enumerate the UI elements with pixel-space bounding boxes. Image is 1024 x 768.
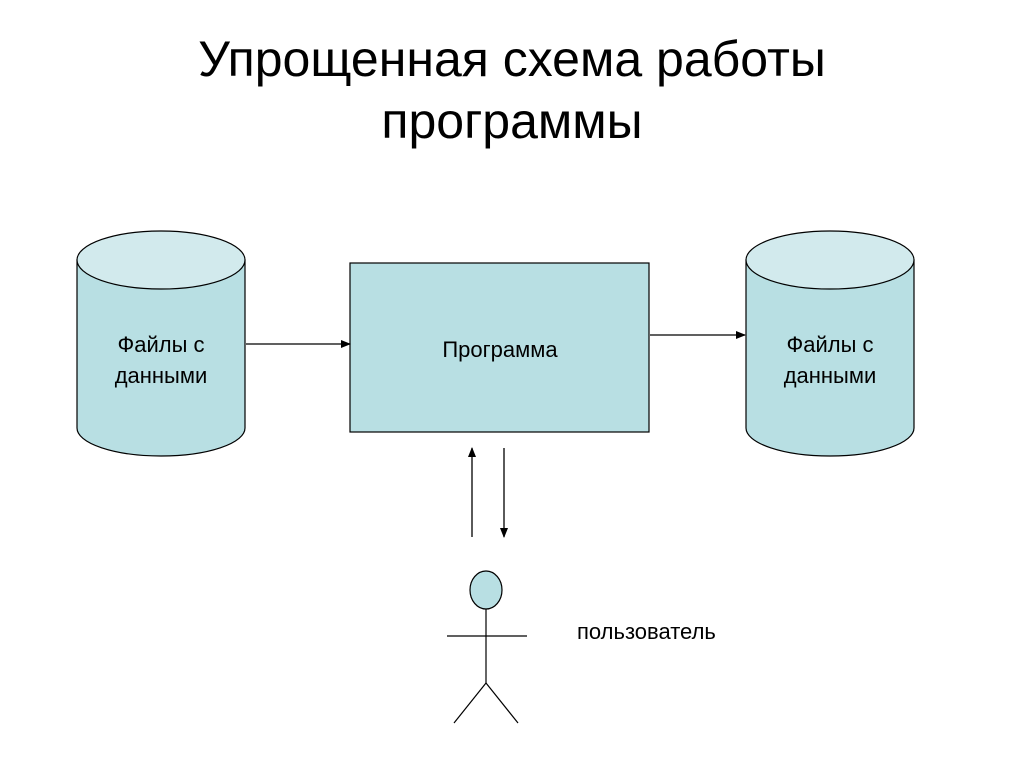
program-box: Программа: [349, 262, 650, 433]
program-box-rect: [349, 262, 650, 433]
right-cylinder-label-line-1: Файлы с: [786, 332, 873, 357]
left-cylinder-label-line-2: данными: [115, 363, 208, 388]
page-title-line-1: Упрощенная схема работы: [198, 31, 826, 87]
page-title-line-2: программы: [381, 93, 643, 149]
right-cylinder-label-line-2: данными: [784, 363, 877, 388]
user-figure-icon: [447, 570, 527, 724]
user-label: пользователь: [577, 619, 716, 644]
program-box-label: Программа: [442, 337, 558, 362]
left-cylinder-top: [76, 230, 246, 290]
left-cylinder-body: [76, 259, 246, 457]
user-head: [469, 570, 503, 610]
data-files-left-cylinder: Файлы с данными: [76, 230, 246, 457]
data-files-right-cylinder: Файлы с данными: [745, 230, 915, 457]
right-cylinder-body: [745, 259, 915, 457]
page-title: Упрощенная схема работы программы: [0, 28, 1024, 152]
user-leg-right: [485, 682, 519, 724]
left-cylinder-label-line-1: Файлы с: [117, 332, 204, 357]
right-cylinder-top: [745, 230, 915, 290]
user-leg-left: [453, 682, 487, 724]
